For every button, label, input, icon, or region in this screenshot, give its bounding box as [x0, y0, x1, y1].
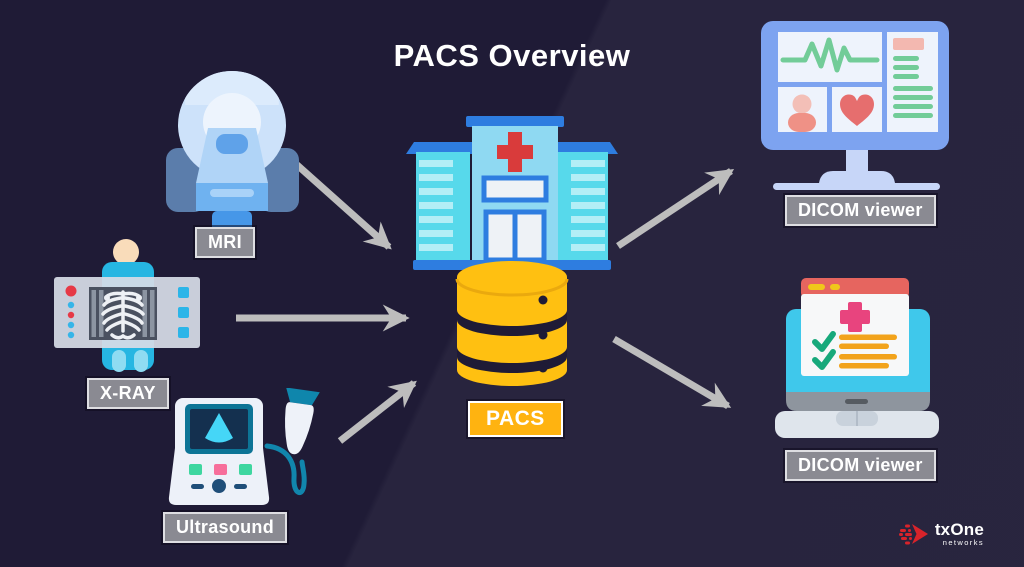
logo-subtitle: networks — [942, 538, 984, 548]
database-icon — [455, 261, 569, 386]
arrow-ultrasound-to-pacs — [337, 380, 417, 444]
monitor-dicom-viewer-icon — [761, 21, 949, 190]
hospital-icon — [406, 116, 618, 270]
logo-brand: txOne — [934, 520, 984, 540]
pacs-label: PACS — [468, 401, 563, 437]
txone-logo: txOne networks — [898, 521, 984, 547]
mri-label: MRI — [195, 227, 255, 258]
dicom-viewer-laptop-node — [771, 270, 943, 453]
ultrasound-node — [163, 387, 335, 519]
pacs-database — [455, 258, 570, 398]
dicom-viewer-monitor-node — [757, 16, 953, 201]
dicom-viewer-top-label: DICOM viewer — [785, 195, 936, 226]
xray-machine-icon — [54, 239, 200, 372]
xray-label: X-RAY — [87, 378, 169, 409]
arrow-mri-to-pacs — [293, 161, 392, 250]
ultrasound-machine-icon — [168, 387, 320, 505]
arrow-pacs-to-monitor — [616, 168, 735, 249]
xray-node — [50, 232, 202, 385]
ultrasound-label: Ultrasound — [163, 512, 288, 543]
mri-scanner-icon — [166, 70, 299, 233]
txone-arrow-icon — [898, 524, 928, 545]
laptop-dicom-viewer-icon — [775, 278, 939, 438]
txone-logo-text: txOne networks — [935, 521, 984, 547]
dicom-viewer-bottom-label: DICOM viewer — [785, 450, 936, 481]
arrow-pacs-to-laptop — [612, 335, 732, 410]
page-title: PACS Overview — [393, 38, 631, 73]
pacs-node — [402, 112, 622, 289]
mri-node — [160, 60, 305, 240]
